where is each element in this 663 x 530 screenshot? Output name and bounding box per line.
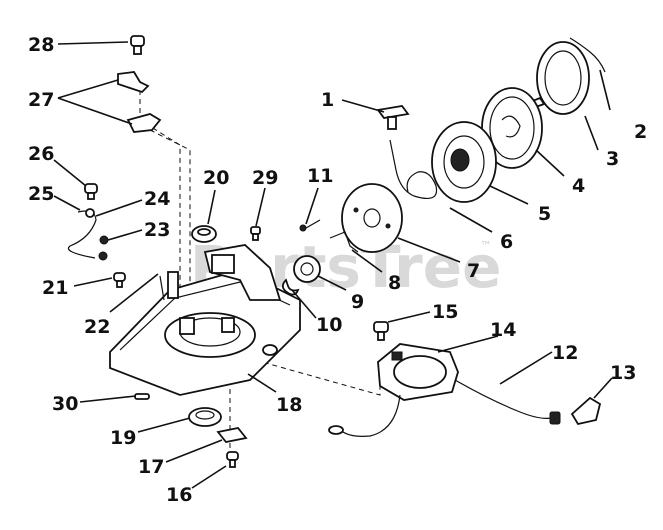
- leader-lines: [53, 41, 613, 489]
- part-18-base-housing: [109, 244, 301, 396]
- part-2-starter-shaft: [518, 37, 606, 115]
- part-21-screw: [113, 272, 126, 288]
- callout-25: 25: [28, 183, 54, 205]
- part-11-screw: [299, 219, 321, 232]
- part-14-ignition-coil: [328, 343, 459, 437]
- callout-3: 3: [606, 148, 619, 170]
- part-13-terminal: [570, 396, 602, 426]
- part-26-screw: [84, 183, 98, 200]
- part-20-grommet: [191, 225, 217, 243]
- callout-27: 27: [28, 89, 54, 111]
- callout-14: 14: [490, 319, 516, 341]
- callout-5: 5: [538, 203, 551, 225]
- callout-9: 9: [351, 291, 364, 313]
- part-8-spring: [329, 231, 359, 253]
- callout-21: 21: [42, 277, 68, 299]
- callout-20: 20: [203, 167, 229, 189]
- callout-11: 11: [307, 165, 333, 187]
- callout-1: 1: [321, 89, 334, 111]
- part-19-bearing: [188, 407, 222, 427]
- part-1-handle: [376, 105, 410, 130]
- part-7-plate: [341, 183, 403, 253]
- callout-23: 23: [144, 219, 170, 241]
- part-28-screw: [130, 35, 145, 55]
- part-17-plate: [216, 427, 248, 443]
- watermark-tm: ™: [480, 239, 492, 253]
- part-15-screw: [373, 321, 389, 341]
- callout-10: 10: [316, 314, 342, 336]
- callout-22: 22: [84, 316, 110, 338]
- part-27-bracket: [117, 71, 162, 133]
- callout-8: 8: [388, 272, 401, 294]
- part-30-pin: [134, 393, 150, 400]
- callout-30: 30: [52, 393, 78, 415]
- callout-4: 4: [572, 175, 585, 197]
- callout-7: 7: [467, 260, 480, 282]
- callout-28: 28: [28, 34, 54, 56]
- callout-26: 26: [28, 143, 54, 165]
- callout-19: 19: [110, 427, 136, 449]
- part-6-rope: [389, 139, 438, 199]
- part-29-screw: [250, 226, 261, 241]
- callout-13: 13: [610, 362, 636, 384]
- part-12-lead-wire: [454, 379, 561, 425]
- callout-12: 12: [552, 342, 578, 364]
- callout-29: 29: [252, 167, 278, 189]
- part-5-pulley: [431, 121, 497, 203]
- part-9-gear: [293, 255, 321, 283]
- part-25-wire: [67, 208, 109, 261]
- callout-18: 18: [276, 394, 302, 416]
- callout-2: 2: [634, 121, 647, 143]
- callout-15: 15: [432, 301, 458, 323]
- callout-17: 17: [138, 456, 164, 478]
- callout-numbers: 1 2 3 4 5 6 7 8 9 10 11 12 13 14 15 16 1…: [28, 34, 647, 506]
- part-16-screw: [226, 451, 239, 468]
- callout-24: 24: [144, 188, 170, 210]
- callout-16: 16: [166, 484, 192, 506]
- callout-6: 6: [500, 231, 513, 253]
